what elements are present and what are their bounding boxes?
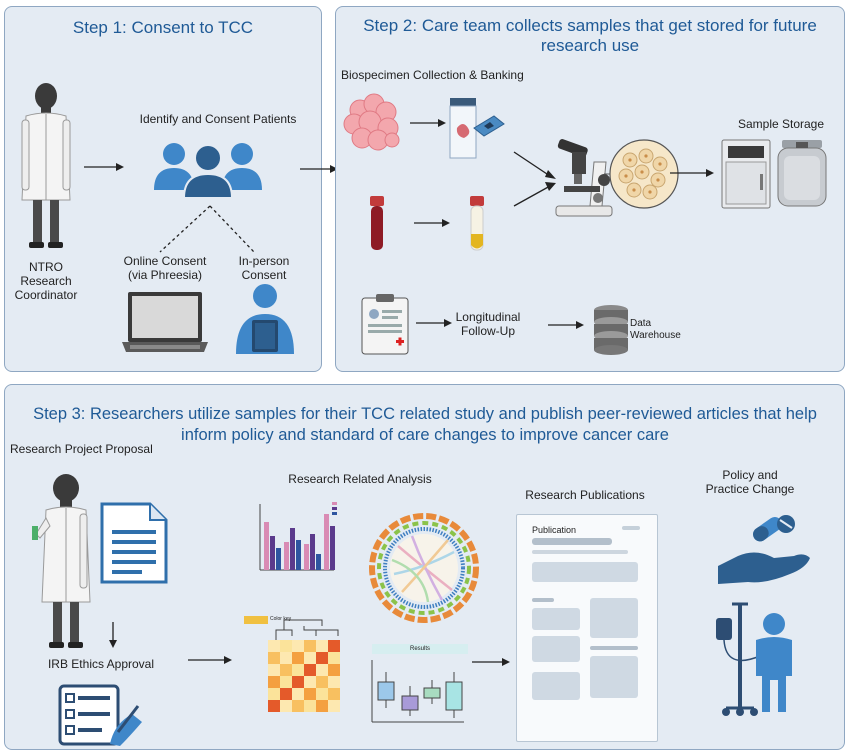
specimen-container-icon — [449, 98, 477, 159]
pub-abstract-block — [532, 562, 638, 582]
arrow-proposal-to-irb — [109, 622, 117, 648]
arrows-to-microscope — [513, 151, 556, 207]
arrow-irb-to-analysis — [188, 656, 232, 664]
medical-record-clipboard-icon — [361, 294, 409, 355]
identify-consent-label: Identify and Consent Patients — [139, 112, 297, 126]
boxplot-title: Results — [409, 646, 430, 652]
pub-section-line — [532, 598, 554, 602]
irb-approval-label: IRB Ethics Approval — [47, 657, 155, 671]
consent-dotted-lines — [159, 205, 255, 253]
biospecimen-label: Biospecimen Collection & Banking — [341, 68, 524, 82]
laptop-icon — [122, 292, 208, 352]
arrow-cells-to-storage — [670, 169, 714, 177]
sample-storage-label: Sample Storage — [737, 117, 825, 131]
hand-with-pills-icon — [718, 515, 810, 584]
magnified-cells-icon — [604, 139, 679, 209]
publication-doc-title: Publication — [532, 525, 577, 535]
research-coordinator-figure — [21, 83, 71, 248]
heatmap-key-label: Color key — [270, 616, 292, 622]
freezer-icon — [721, 139, 771, 209]
boxplot-graphic — [371, 660, 464, 723]
step2-title: Step 2: Care team collects samples that … — [363, 16, 817, 55]
pub-line-1 — [532, 538, 612, 545]
pub-line-right — [590, 646, 638, 650]
pub-block-right-1 — [590, 598, 638, 638]
circos-chord-graphic — [369, 513, 479, 623]
pub-block-right-2 — [590, 656, 638, 698]
arrow-blood-to-plasma — [414, 219, 450, 227]
plasma-tube-icon — [470, 196, 484, 251]
data-warehouse-label: Data Warehouse — [630, 318, 681, 341]
pub-block-left-3 — [532, 672, 580, 700]
microscope-icon — [555, 139, 613, 217]
research-analysis-label: Research Related Analysis — [288, 472, 432, 486]
bar-chart-graphic — [259, 502, 337, 571]
boxplot-title-bar — [372, 644, 468, 654]
pub-block-left-1 — [532, 608, 580, 630]
irb-checklist-icon — [58, 684, 142, 746]
step1-title: Step 1: Consent to TCC — [72, 18, 254, 37]
patient-with-iv-icon — [716, 602, 792, 716]
arrow-coordinator-to-patients — [84, 163, 124, 171]
step3-title: Step 3: Researchers utilize samples for … — [33, 405, 817, 444]
policy-change-label: Policy and Practice Change — [705, 468, 795, 496]
followup-label: Longitudinal Follow-Up — [455, 310, 521, 338]
tissue-sample-icon — [343, 93, 400, 151]
cryo-tank-icon — [777, 140, 827, 207]
research-publications-label: Research Publications — [525, 488, 645, 502]
inperson-patient-icon — [236, 284, 294, 354]
coordinator-label: NTRO Research Coordinator — [14, 260, 78, 302]
arrow-tissue-to-slide — [410, 119, 446, 127]
arrow-step1-to-step2 — [300, 165, 338, 173]
arrow-clipboard-to-followup — [416, 319, 452, 327]
arrow-followup-to-warehouse — [548, 321, 584, 329]
online-consent-label: Online Consent (via Phreesia) — [123, 254, 207, 282]
research-proposal-label: Research Project Proposal — [10, 442, 153, 456]
pub-line-2 — [532, 550, 628, 554]
patients-group-icon — [154, 143, 262, 199]
database-icon — [594, 305, 628, 355]
researcher-figure — [32, 474, 91, 648]
blood-tube-icon — [370, 196, 384, 250]
pub-block-left-2 — [532, 636, 580, 662]
tissue-slide-icon — [473, 115, 505, 137]
proposal-document-icon — [100, 502, 168, 584]
pub-header-line — [622, 526, 640, 530]
arrow-analysis-to-publications — [472, 658, 510, 666]
inperson-consent-label: In-person Consent — [238, 254, 290, 282]
heatmap-graphic — [244, 616, 340, 712]
